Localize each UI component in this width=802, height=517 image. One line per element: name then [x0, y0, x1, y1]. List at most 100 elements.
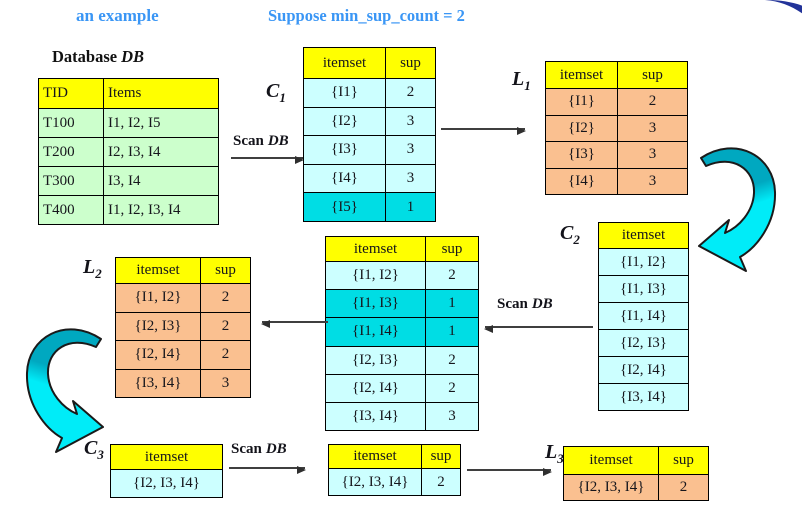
items-cell: I3, I4: [103, 166, 219, 196]
column-header-itemset: itemset: [325, 236, 426, 262]
table-row: {I2, I4}: [598, 356, 689, 384]
tid-cell: T200: [38, 137, 104, 167]
itemset-cell: {I1}: [545, 88, 618, 116]
column-header-itemset: itemset: [598, 222, 689, 249]
table-row: {I3} 3: [303, 135, 436, 165]
sup-cell: 3: [200, 368, 251, 398]
table-row: {I2, I3, I4} 2: [328, 468, 461, 496]
column-header-sup: sup: [421, 444, 461, 469]
table-row: {I2, I4} 2: [115, 340, 251, 370]
l1-label: L1: [512, 68, 531, 93]
l3-label: L3: [545, 441, 564, 466]
db-label: DB: [121, 47, 145, 66]
table-row: {I1, I3}: [598, 275, 689, 303]
sup-cell: 2: [200, 311, 251, 341]
table-row: {I4} 3: [545, 167, 688, 195]
table-row: {I2, I3}: [598, 329, 689, 357]
database-label: Database: [52, 47, 118, 66]
itemset-cell: {I2, I3, I4}: [328, 468, 422, 496]
column-header-itemset: itemset: [115, 257, 201, 284]
scan-db-arrow-1: [231, 156, 304, 164]
sup-cell: 3: [617, 114, 688, 142]
items-cell: I2, I3, I4: [103, 137, 219, 167]
c2-label: C2: [560, 222, 580, 247]
itemset-cell: {I2, I4}: [325, 373, 426, 403]
sup-cell: 2: [421, 468, 461, 496]
column-header-sup: sup: [658, 446, 709, 475]
table-row: T200 I2, I3, I4: [38, 137, 219, 167]
table-row: {I1} 2: [303, 78, 436, 108]
sup-cell: 2: [200, 283, 251, 313]
table-row: {I1, I2} 2: [115, 283, 251, 313]
table-row: {I2, I3} 2: [325, 345, 479, 375]
itemset-cell: {I2, I4}: [598, 356, 689, 384]
sup-cell: 3: [617, 167, 688, 195]
sup-cell: 2: [617, 88, 688, 116]
column-header-itemset: itemset: [110, 444, 223, 470]
c1-label: C1: [266, 80, 286, 105]
itemset-cell: {I1, I4}: [598, 302, 689, 330]
table-row: {I4} 3: [303, 163, 436, 194]
sup-cell: 2: [425, 260, 479, 291]
curved-arrow-l1-to-c2: [698, 147, 777, 272]
column-header-tid: TID: [38, 78, 104, 109]
itemset-cell: {I2, I3}: [325, 345, 426, 375]
c3-counted-table: itemset sup {I2, I3, I4} 2: [328, 444, 461, 496]
db-table: TID Items T100 I1, I2, I5 T200 I2, I3, I…: [38, 78, 219, 225]
table-row: {I1, I2} 2: [325, 260, 479, 291]
column-header-itemset: itemset: [563, 446, 659, 475]
table-row: {I2} 3: [545, 114, 688, 142]
itemset-cell: {I1, I3}: [598, 275, 689, 303]
sup-cell: 1: [425, 289, 479, 319]
sup-cell: 2: [425, 345, 479, 375]
sup-cell: 2: [425, 373, 479, 403]
table-row: {I3} 3: [545, 141, 688, 169]
column-header-items: Items: [103, 78, 219, 109]
table-row: {I3, I4}: [598, 383, 689, 411]
column-header-sup: sup: [200, 257, 251, 284]
table-row: {I2, I4} 2: [325, 373, 479, 403]
itemset-cell: {I4}: [303, 163, 386, 194]
itemset-cell: {I1, I3}: [325, 289, 426, 319]
column-header-itemset: itemset: [328, 444, 422, 469]
itemset-cell: {I1, I2}: [115, 283, 201, 313]
table-row: {I1, I4}: [598, 302, 689, 330]
sup-cell: 3: [385, 106, 436, 137]
scan-db-arrow-3: [229, 466, 306, 474]
l2-table: itemset sup {I1, I2} 2 {I2, I3} 2 {I2, I…: [115, 257, 251, 398]
itemset-cell: {I3}: [545, 141, 618, 169]
tid-cell: T100: [38, 108, 104, 138]
table-row: {I2, I3} 2: [115, 311, 251, 341]
table-row-pruned: {I5} 1: [303, 192, 436, 222]
sup-cell: 2: [200, 340, 251, 370]
c3-table: itemset {I2, I3, I4}: [110, 444, 223, 498]
itemset-cell: {I3}: [303, 135, 386, 165]
table-row-pruned: {I1, I3} 1: [325, 289, 479, 319]
tid-cell: T400: [38, 195, 104, 225]
slide-subtitle-example: an example: [76, 6, 159, 25]
l2-label: L2: [83, 256, 102, 281]
itemset-cell: {I2, I3}: [115, 311, 201, 341]
corner-swoosh-decoration: [765, 0, 802, 14]
c2-to-l2-arrow: [261, 320, 328, 328]
tid-cell: T300: [38, 166, 104, 196]
table-row-pruned: {I1, I4} 1: [325, 317, 479, 347]
table-row: {I3, I4} 3: [325, 401, 479, 432]
column-header-sup: sup: [425, 236, 479, 262]
sup-cell: 2: [658, 474, 709, 501]
table-row: T400 I1, I2, I3, I4: [38, 195, 219, 225]
sup-cell: 3: [617, 141, 688, 169]
c3-to-l3-arrow: [467, 468, 552, 476]
itemset-cell: {I2}: [545, 114, 618, 142]
column-header-sup: sup: [385, 47, 436, 79]
sup-cell: 1: [385, 192, 436, 222]
itemset-cell: {I3, I4}: [115, 368, 201, 398]
table-row: {I2} 3: [303, 106, 436, 137]
itemset-cell: {I2, I3, I4}: [563, 474, 659, 501]
column-header-itemset: itemset: [545, 61, 618, 89]
sup-cell: 3: [425, 401, 479, 432]
